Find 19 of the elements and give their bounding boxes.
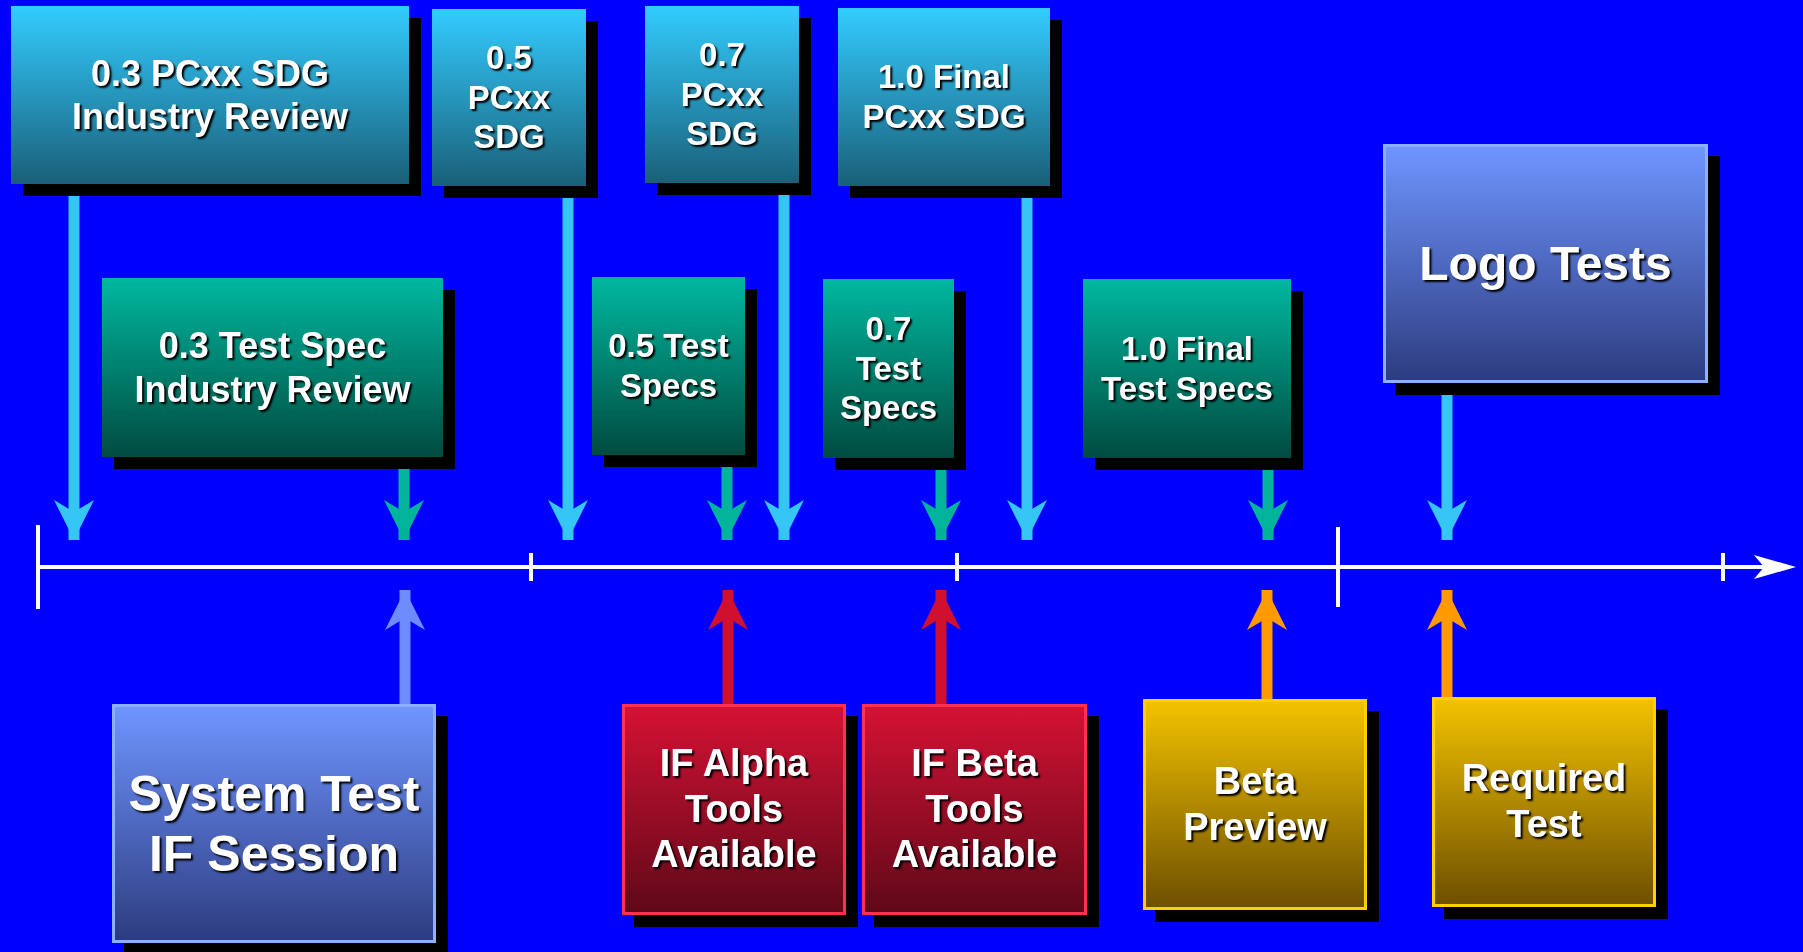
- box-label: 1.0 Final Test Specs: [1100, 328, 1274, 409]
- arrow: [1247, 590, 1287, 699]
- box-label: 0.3 PCxx SDG Industry Review: [70, 51, 350, 139]
- box-label: 0.3 Test Spec Industry Review: [133, 324, 412, 411]
- arrow: [921, 590, 961, 704]
- box-label: 0.5 Test Specs: [607, 326, 730, 406]
- box-label: IF Alpha Tools Available: [650, 741, 818, 878]
- box-label: 0.7 Test Specs: [838, 309, 939, 428]
- box-label: IF Beta Tools Available: [890, 741, 1059, 878]
- arrow: [385, 590, 425, 704]
- box-label: Required Test: [1460, 756, 1628, 847]
- box-label: 0.7 PCxx SDG: [679, 35, 765, 154]
- arrow: [1427, 590, 1467, 697]
- box-label: System Test IF Session: [127, 764, 421, 884]
- box-label: Logo Tests: [1419, 235, 1672, 292]
- box-label: Beta Preview: [1182, 758, 1328, 850]
- box-label: 1.0 Final PCxx SDG: [861, 57, 1027, 137]
- arrow: [708, 590, 748, 704]
- box-label: 0.5 PCxx SDG: [466, 38, 552, 157]
